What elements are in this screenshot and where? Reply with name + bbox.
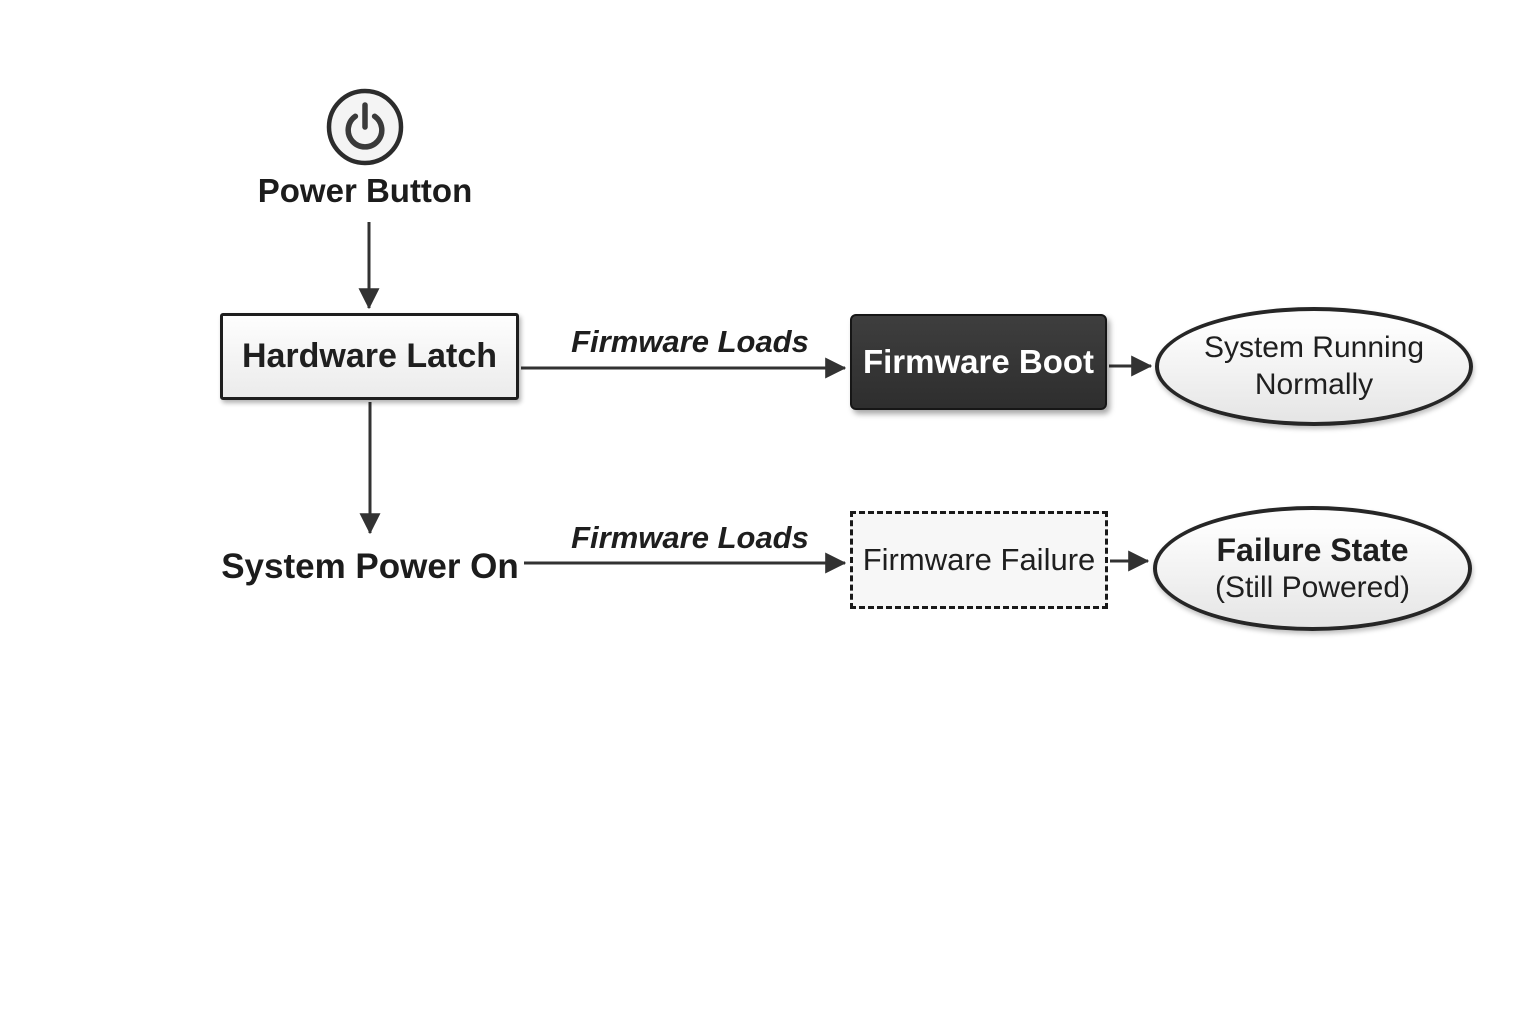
node-firmware-failure: Firmware Failure xyxy=(850,511,1108,609)
failure-state-label-line1: Failure State xyxy=(1216,531,1409,568)
node-firmware-boot: Firmware Boot xyxy=(850,314,1107,410)
node-failure-state: Failure State (Still Powered) xyxy=(1153,506,1472,631)
failure-state-label-line2: (Still Powered) xyxy=(1214,570,1411,604)
firmware-boot-label: Firmware Boot xyxy=(862,343,1095,380)
power-icon xyxy=(326,88,404,166)
edge-label-firmware-loads-top: Firmware Loads xyxy=(571,324,809,359)
node-hardware-latch: Hardware Latch xyxy=(220,313,519,400)
firmware-failure-label: Firmware Failure xyxy=(862,542,1096,577)
hardware-latch-label: Hardware Latch xyxy=(241,337,498,375)
edge-label-firmware-loads-bottom: Firmware Loads xyxy=(571,520,809,555)
node-system-running-normally: System Running Normally xyxy=(1155,307,1473,426)
system-power-on-label: System Power On xyxy=(221,547,519,586)
system-running-label-line2: Normally xyxy=(1254,367,1374,401)
power-button-label: Power Button xyxy=(257,172,473,209)
system-running-label-line1: System Running xyxy=(1203,330,1425,364)
